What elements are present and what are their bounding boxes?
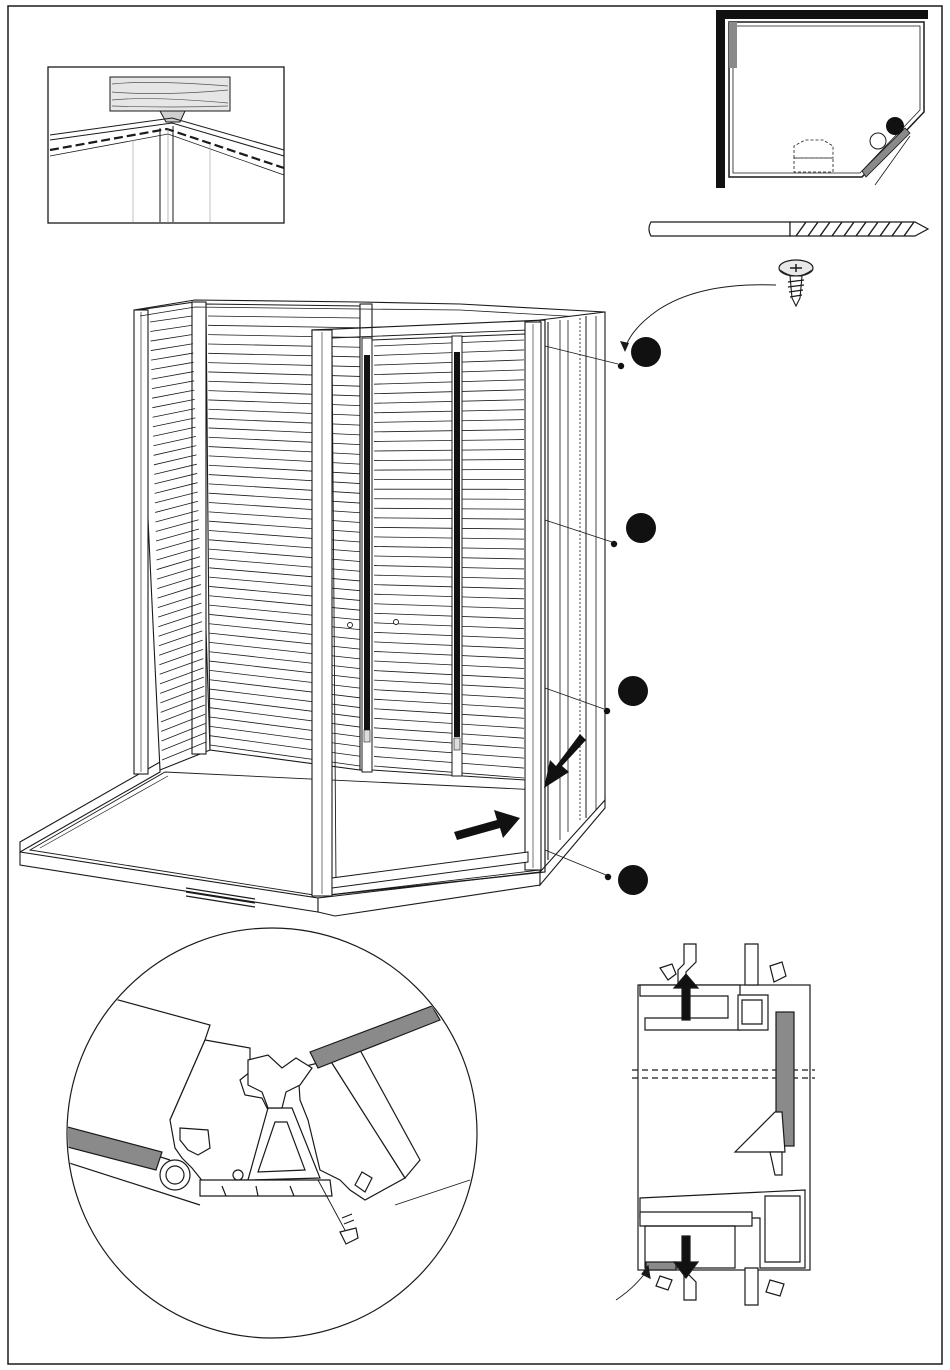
black-dot-icon bbox=[626, 513, 656, 543]
circle-detail bbox=[60, 928, 477, 1338]
drill-bit-icon bbox=[649, 222, 928, 236]
handle-hole-icon bbox=[394, 620, 399, 625]
black-dot-icon bbox=[618, 865, 648, 895]
right-wall-panel bbox=[540, 312, 605, 872]
down-arrow-icon bbox=[674, 1236, 698, 1278]
seal-strip-bottom bbox=[646, 1262, 676, 1270]
roof-detail-inset bbox=[48, 67, 284, 223]
floor-plan-inset bbox=[716, 10, 928, 188]
position-circle-icon bbox=[870, 133, 886, 149]
black-dot-icon bbox=[886, 117, 904, 135]
main-shower-assembly bbox=[20, 300, 661, 916]
seal-strip-left bbox=[729, 22, 737, 68]
black-dot-icon bbox=[618, 676, 648, 706]
screw-icon bbox=[779, 260, 813, 306]
slat-line bbox=[374, 499, 524, 500]
handle-hole-icon bbox=[348, 623, 353, 628]
profile-section-detail bbox=[616, 944, 815, 1305]
callout-markers bbox=[618, 337, 661, 895]
wall-left bbox=[716, 10, 725, 188]
small-screw-icons bbox=[604, 363, 624, 880]
wall-top bbox=[716, 10, 928, 19]
black-dot-icon bbox=[631, 337, 661, 367]
